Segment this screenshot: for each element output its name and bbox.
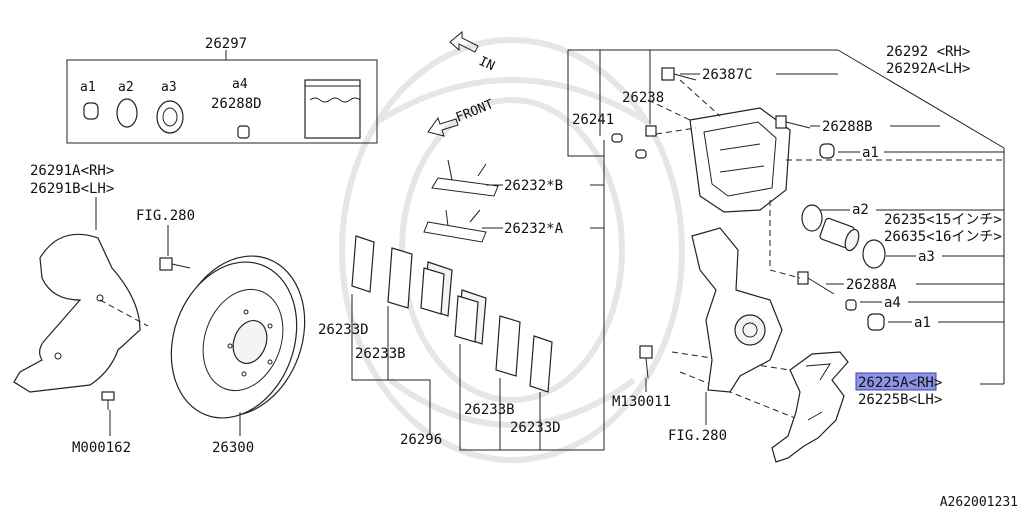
piston-boot <box>862 239 886 269</box>
label-piston-15: 26235<15インチ> <box>884 212 1002 228</box>
shim-d-right <box>529 335 553 393</box>
label-pin-b-a1: a1 <box>862 145 879 161</box>
watermark-emblem <box>339 37 685 463</box>
steering-knuckle <box>691 227 783 393</box>
pin-a-sleeve <box>845 299 857 311</box>
caliper-support-bracket <box>771 351 849 463</box>
label-bolt-387c: 26387C <box>702 67 753 83</box>
label-pin-a-a4: a4 <box>884 295 901 311</box>
label-piston-16: 26635<16インチ> <box>884 229 1002 245</box>
brake-pad-inner <box>420 261 453 317</box>
cover-bolt <box>101 391 115 410</box>
label-caliper-lh: 26292A<LH> <box>886 61 970 77</box>
bleeder-screw <box>645 125 657 137</box>
label-pad: 26296 <box>400 432 442 448</box>
label-m000162: M000162 <box>72 440 131 456</box>
bolt-387c <box>661 67 697 81</box>
support-rh-highlight[interactable] <box>855 372 937 391</box>
label-clip-a: 26232*A <box>504 221 564 237</box>
in-arrow-icon <box>449 30 479 53</box>
label-m130011: M130011 <box>612 394 671 410</box>
caliper-body <box>689 107 791 213</box>
grease-pack <box>304 79 361 139</box>
label-front: FRONT <box>454 97 496 126</box>
label-boot-a3: a3 <box>918 249 935 265</box>
piston-seal <box>801 204 823 232</box>
pin-a-grommet <box>867 313 885 331</box>
label-fig280-bottom: FIG.280 <box>668 428 727 444</box>
kit-a2-part <box>116 98 138 128</box>
label-rotor: 26300 <box>212 440 254 456</box>
label-seal-a2: a2 <box>852 202 869 218</box>
clip-b <box>431 159 499 197</box>
pin-b-grommet <box>819 143 835 159</box>
label-cover-lh: 26291B<LH> <box>30 181 114 197</box>
label-in: IN <box>476 54 497 74</box>
label-fig280-top: FIG.280 <box>136 208 195 224</box>
brake-pad-outer <box>454 289 487 345</box>
label-kit-a3: a3 <box>161 80 177 95</box>
bleeder-cap <box>611 133 647 159</box>
kit-a4-part <box>237 125 250 139</box>
label-support-rh[interactable]: 26225A<RH> <box>858 375 942 391</box>
kit-a1-part <box>83 102 99 120</box>
label-kit-a2: a2 <box>118 80 134 95</box>
label-bleeder: 26238 <box>622 90 664 106</box>
label-pin-a-a1: a1 <box>914 315 931 331</box>
label-caliper-rh: 26292 <RH> <box>886 44 970 60</box>
label-shim-d-right: 26233D <box>510 420 561 436</box>
kit-box <box>66 50 378 144</box>
brake-rotor <box>170 255 306 419</box>
shim-b-left <box>387 247 413 309</box>
dust-cover <box>13 233 149 393</box>
label-kit-a1: a1 <box>80 80 96 95</box>
label-shim-d-left: 26233D <box>318 322 369 338</box>
label-pin-a: 26288A <box>846 277 897 293</box>
label-kit-pin: 26288D <box>211 96 262 112</box>
guide-pin-a <box>797 271 835 295</box>
shim-b-right <box>495 315 521 377</box>
label-shim-b-right: 26233B <box>464 402 515 418</box>
hub-bolt <box>159 257 191 271</box>
label-pin-b: 26288B <box>822 119 873 135</box>
label-clip-b: 26232*B <box>504 178 563 194</box>
guide-pin-b <box>775 115 811 129</box>
kit-a3-part <box>156 100 184 134</box>
caliper-piston <box>819 217 860 252</box>
diagram-id: A262001231 <box>940 495 1018 510</box>
label-kit-a4: a4 <box>232 77 248 92</box>
shim-d-left <box>351 235 375 293</box>
label-shim-b-left: 26233B <box>355 346 406 362</box>
label-cap: 26241 <box>572 112 614 128</box>
label-cover-rh: 26291A<RH> <box>30 163 114 179</box>
label-kit: 26297 <box>205 36 247 52</box>
front-arrow-icon <box>427 116 459 137</box>
support-bolt <box>639 345 653 379</box>
label-support-lh: 26225B<LH> <box>858 392 942 408</box>
clip-a <box>423 209 487 243</box>
